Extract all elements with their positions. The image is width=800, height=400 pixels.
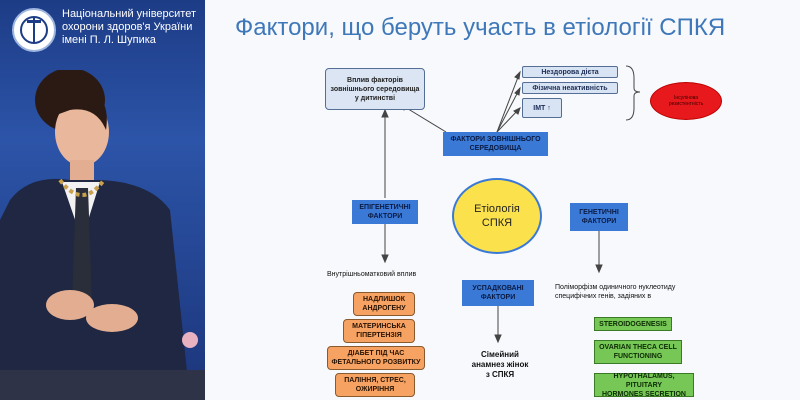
snp-label: Поліморфізм одиничного нуклеотиду специф… (555, 283, 725, 301)
inherited-factors-box: УСПАДКОВАНІ ФАКТОРИ (462, 280, 534, 306)
family-history-label: Сімейний анамнез жінок з СПКЯ (468, 350, 532, 380)
box-text-line: FUNCTIONING (613, 353, 663, 360)
box-text-line: ФАКТОРИ (581, 218, 617, 225)
box-text-line: ФАКТОРИ ЗОВНІШНЬОГО (450, 136, 541, 143)
box-text-line: OVARIAN THECA CELL (599, 344, 677, 351)
physical-inactivity-box: Фізична неактивність (522, 82, 618, 94)
label-text-line: Поліморфізм одиничного нуклеотиду (555, 284, 676, 291)
box-text-line: АНДРОГЕНУ (362, 305, 406, 312)
box-text-line: ГІПЕРТЕНЗІЯ (356, 332, 402, 339)
box-text-line: ГЕНЕТИЧНІ (579, 209, 619, 216)
genetic-factors-box: ГЕНЕТИЧНІ ФАКТОРИ (570, 203, 628, 231)
childhood-environment-box: Вплив факторів зовнішнього середовища у … (325, 68, 425, 110)
slide-title: Фактори, що беруть участь в етіології СП… (235, 14, 726, 41)
label-text-line: анамнез жінок (471, 360, 529, 369)
circle-text-line: СПКЯ (481, 217, 513, 229)
genetic-item-hypothalamus: HYPOTHALAMUS, PITUITARY HORMONES SECRETI… (594, 372, 694, 398)
university-name: Національний університет охорони здоров'… (62, 8, 202, 47)
epigenetic-item-hypertension: МАТЕРИНСЬКА ГІПЕРТЕНЗІЯ (343, 319, 415, 343)
genetic-item-steroidogenesis: STEROIDOGENESIS (594, 317, 672, 331)
epigenetic-item-smoking: ПАЛІННЯ, СТРЕС, ОЖИРІННЯ (335, 373, 415, 397)
epigenetic-item-diabetes: ДІАБЕТ ПІД ЧАС ФЕТАЛЬНОГО РОЗВИТКУ (327, 346, 425, 370)
university-name-line: охорони здоров'я України (62, 21, 193, 33)
label-text-line: з СПКЯ (485, 370, 515, 379)
insulin-resistance-ellipse: Інсулінова резистентність (650, 82, 722, 120)
box-text-line: Вплив факторів (347, 76, 403, 84)
box-text-line: МАТЕРИНСЬКА (352, 323, 406, 330)
university-name-line: імені П. Л. Шупика (62, 34, 156, 46)
box-text-line: ДІАБЕТ ПІД ЧАС (347, 350, 405, 357)
pcos-etiology-circle: Етіологія СПКЯ (452, 178, 542, 254)
epigenetic-factors-box: ЕПІГЕНЕТИЧНІ ФАКТОРИ (352, 200, 418, 224)
box-text-line: Інсулінова (674, 95, 698, 101)
unhealthy-diet-box: Нездорова дієта (522, 66, 618, 78)
university-logo-icon (12, 8, 56, 52)
box-text-line: ФЕТАЛЬНОГО РОЗВИТКУ (331, 359, 421, 366)
university-name-line: Національний університет (62, 8, 197, 20)
speaker-video-panel: Національний університет охорони здоров'… (0, 0, 205, 400)
box-text-line: СЕРЕДОВИЩА (469, 145, 522, 152)
epigenetic-item-androgen: НАДЛИШОК АНДРОГЕНУ (353, 292, 415, 316)
box-text-line: HYPOTHALAMUS, PITUITARY (613, 372, 675, 389)
box-text-line: резистентність (668, 101, 704, 107)
label-text-line: Сімейний (481, 350, 519, 359)
intrauterine-label: Внутрішньоматковий вплив (327, 271, 417, 278)
box-text-line: ПАЛІННЯ, СТРЕС, (344, 377, 406, 384)
environmental-factors-box: ФАКТОРИ ЗОВНІШНЬОГО СЕРЕДОВИЩА (443, 132, 548, 156)
box-text-line: зовнішнього середовища (330, 85, 420, 93)
label-text-line: специфічних генів, задіяних в (555, 293, 652, 300)
speaker-figure (0, 70, 205, 400)
box-text-line: ЕПІГЕНЕТИЧНІ (359, 204, 411, 211)
bmi-increase-box: ІМТ ↑ (522, 98, 562, 118)
box-text-line: ФАКТОРИ (367, 213, 403, 220)
box-text-line: УСПАДКОВАНІ (472, 285, 524, 292)
box-text-line: НАДЛИШОК (362, 296, 406, 303)
box-text-line: HORMONES SECRETION (601, 390, 686, 398)
box-text-line: ОЖИРІННЯ (355, 386, 395, 393)
genetic-item-theca-cell: OVARIAN THECA CELL FUNCTIONING (594, 340, 682, 364)
box-text-line: у дитинстві (354, 94, 396, 102)
box-text-line: ФАКТОРИ (480, 294, 516, 301)
circle-text-line: Етіологія (474, 203, 520, 215)
